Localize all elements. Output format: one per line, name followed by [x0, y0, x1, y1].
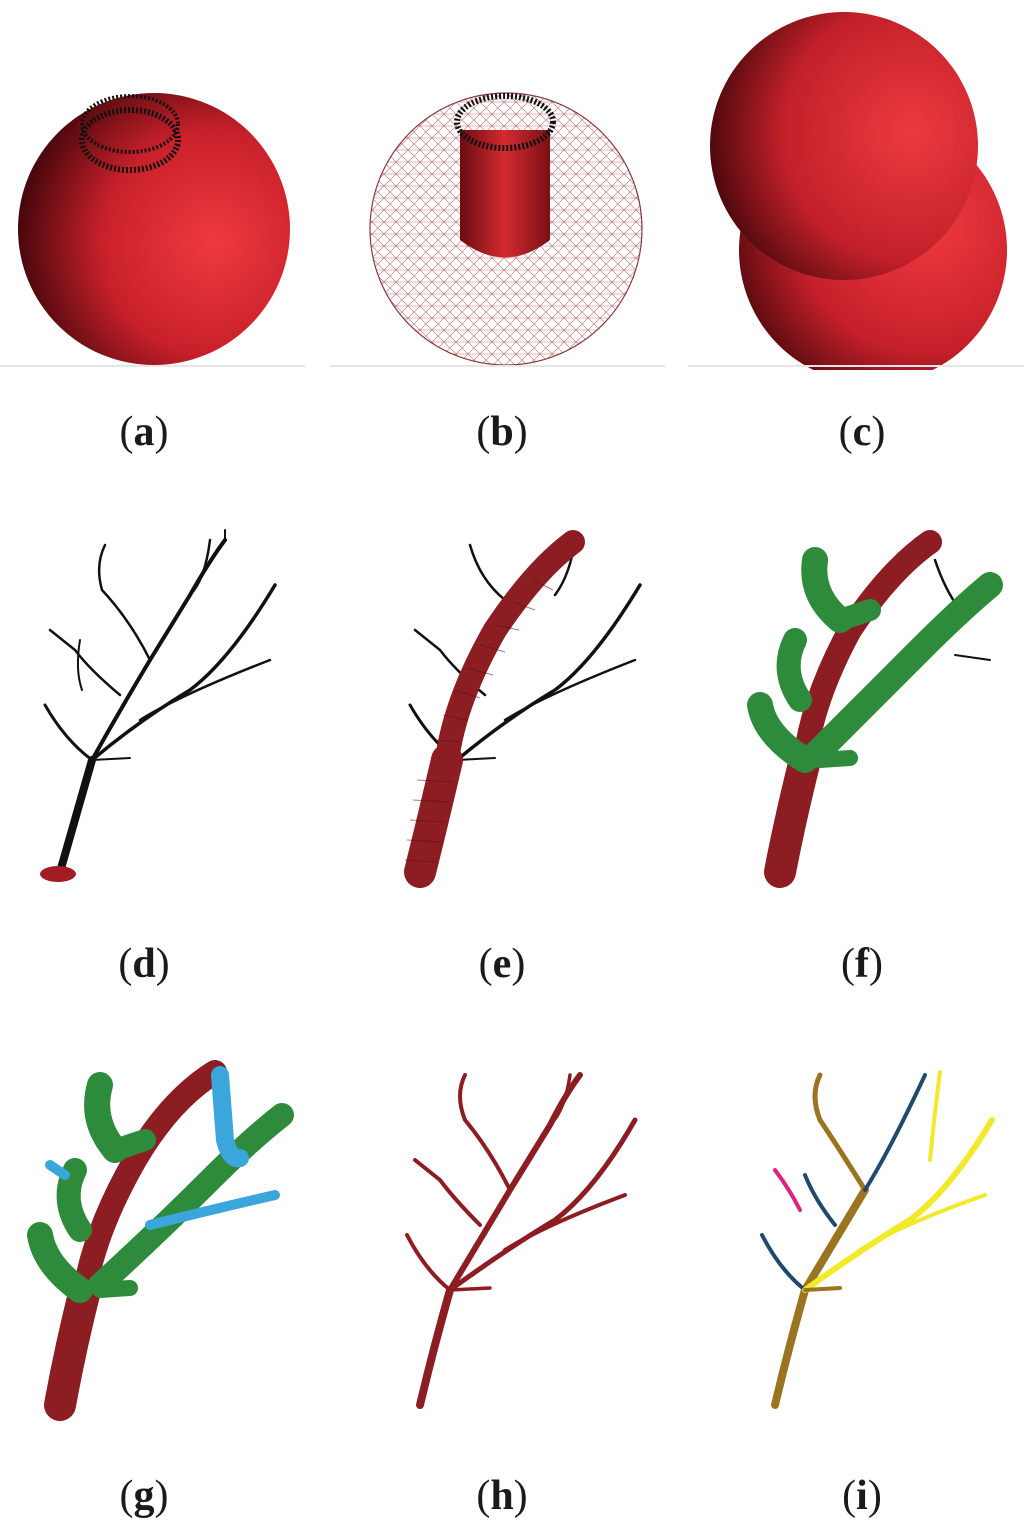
vessel-green-blue-branches-render — [27, 1060, 294, 1421]
caption-g: (g) — [119, 1473, 169, 1519]
panel-b — [330, 0, 665, 370]
panel-f — [720, 520, 1024, 900]
ring-outline — [454, 93, 556, 151]
vessel-green-branches-render — [747, 530, 1003, 888]
caption-f: (f) — [841, 941, 883, 987]
panel-c — [688, 0, 1024, 370]
upper-sphere — [710, 12, 978, 280]
vessel-growth-render — [404, 530, 642, 888]
caption-c: (c) — [838, 409, 886, 455]
two-spheres-render — [688, 12, 1024, 370]
caption-i: (i) — [842, 1473, 882, 1519]
skeleton-branches — [43, 529, 277, 876]
labeled-vessel-tree-render — [760, 1070, 995, 1409]
ring-top — [80, 94, 180, 154]
thin-vessel-tree-render — [405, 1072, 638, 1409]
colored-vessel-segments — [760, 1070, 995, 1409]
panel-i — [720, 1050, 1024, 1430]
panel-g — [20, 1050, 320, 1430]
skeleton-tree-render — [40, 529, 277, 882]
sphere-with-ring-render — [0, 93, 305, 367]
panel-d — [20, 520, 320, 900]
wireframe-sphere-render — [330, 92, 665, 367]
caption-h: (h) — [476, 1473, 528, 1519]
ring-outline — [79, 107, 181, 173]
panel-e — [385, 520, 685, 900]
red-vessel-trunk — [764, 530, 942, 888]
root-seed — [40, 866, 76, 882]
red-sphere — [18, 93, 290, 365]
green-branches — [27, 1072, 294, 1303]
panel-h — [385, 1050, 685, 1430]
green-branches — [747, 547, 1003, 773]
caption-b: (b) — [476, 409, 528, 455]
red-vessel-tree — [405, 1072, 638, 1409]
caption-d: (d) — [118, 941, 170, 987]
inner-cylinder — [460, 130, 550, 258]
blue-branches — [45, 1066, 280, 1230]
caption-a: (a) — [119, 409, 169, 455]
caption-e: (e) — [478, 941, 526, 987]
panel-a — [0, 0, 310, 370]
